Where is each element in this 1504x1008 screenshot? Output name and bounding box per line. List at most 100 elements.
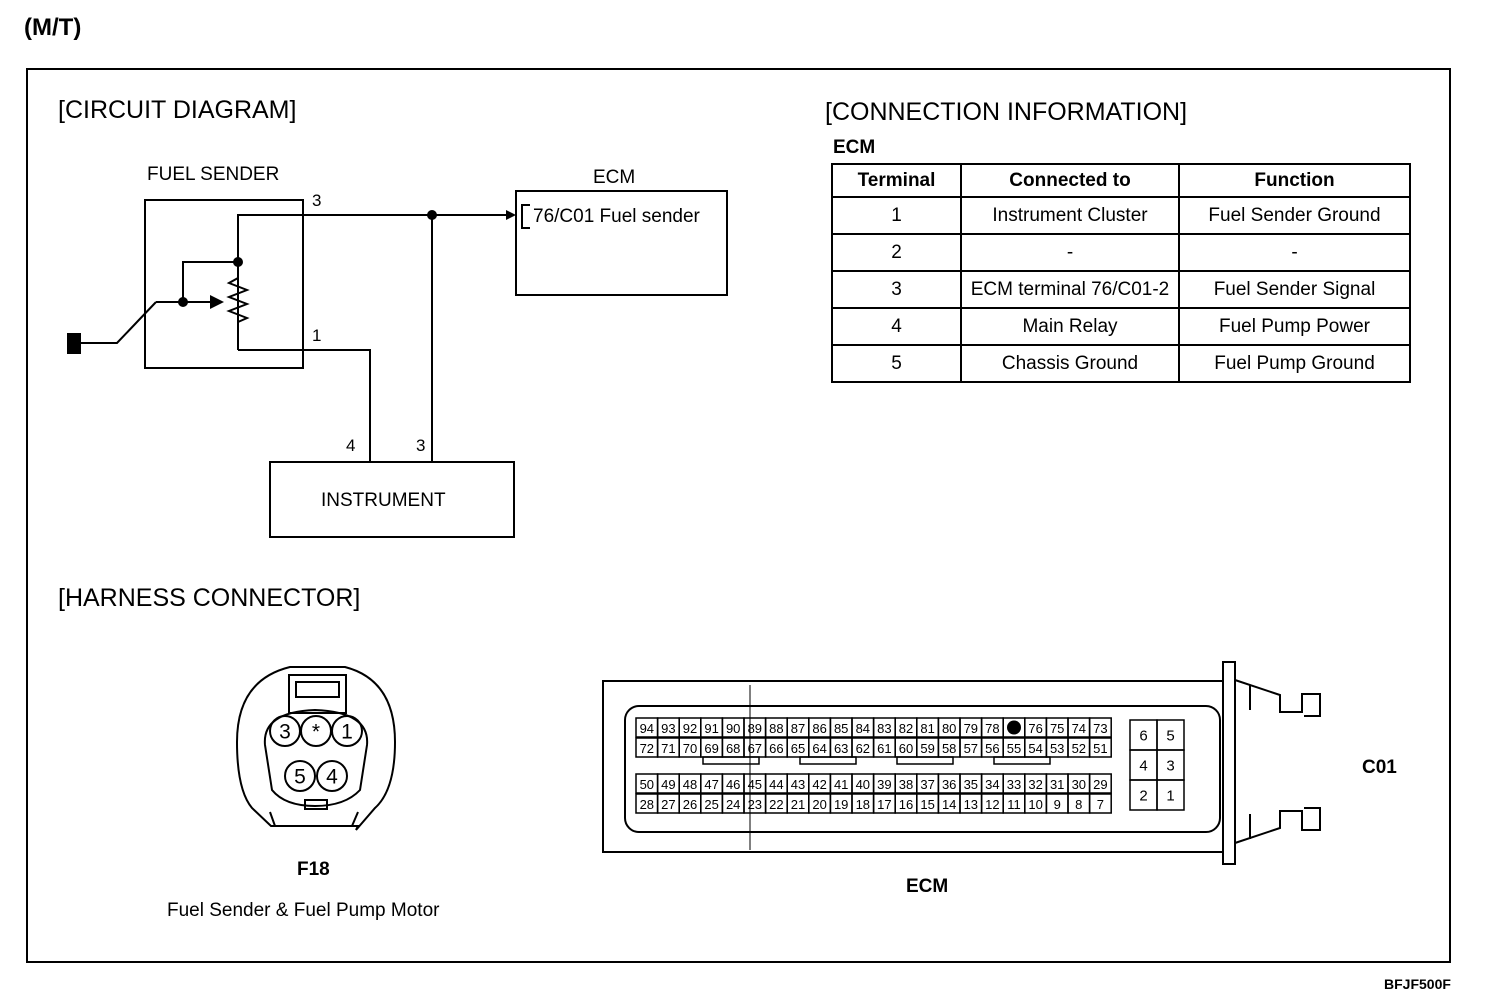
- ecm-pin-cell: [1088, 737, 1112, 758]
- pin-number: 3: [1166, 758, 1174, 775]
- column-header: Function: [1178, 163, 1411, 198]
- table-cell: Main Relay: [960, 307, 1180, 346]
- table-row: 5 Chassis Ground Fuel Pump Ground: [831, 344, 1411, 383]
- pin-number: 91: [704, 721, 718, 736]
- pin-number: 19: [834, 797, 848, 812]
- f18-caption: Fuel Sender & Fuel Pump Motor: [167, 900, 440, 921]
- pin-number: 26: [683, 797, 697, 812]
- ecm-harness-label: ECM: [906, 876, 949, 897]
- table-row: 3 ECM terminal 76/C01-2 Fuel Sender Sign…: [831, 270, 1411, 309]
- pin-number: 69: [704, 741, 718, 756]
- pin-number: 72: [640, 741, 654, 756]
- pin-number: 42: [812, 777, 826, 792]
- f18-id: F18: [297, 859, 330, 880]
- pin-number: 5: [294, 766, 306, 789]
- ecm-label: ECM: [593, 167, 636, 188]
- pin-number: 54: [1028, 741, 1042, 756]
- pin-number: 94: [640, 721, 654, 736]
- pin-number: 24: [726, 797, 740, 812]
- pin-number: 73: [1093, 721, 1107, 736]
- pin-number: 57: [964, 741, 978, 756]
- table-row: 4 Main Relay Fuel Pump Power: [831, 307, 1411, 346]
- pin-number: 88: [769, 721, 783, 736]
- harness-connector-heading: [HARNESS CONNECTOR]: [58, 584, 361, 612]
- table-cell: 5: [831, 344, 962, 383]
- pin-number: 1: [1166, 788, 1174, 805]
- f18-pin: [284, 760, 316, 792]
- ecm-connector-shell: [602, 661, 1321, 865]
- table-cell: 4: [831, 307, 962, 346]
- table-cell: ECM terminal 76/C01-2: [960, 270, 1180, 309]
- float-arm: [78, 301, 157, 344]
- pin-number: 63: [834, 741, 848, 756]
- f18-pin: [316, 760, 348, 792]
- pin-number: 68: [726, 741, 740, 756]
- pin-number: 55: [1007, 741, 1021, 756]
- pin-number: 23: [748, 797, 762, 812]
- pin-number: 83: [877, 721, 891, 736]
- pin-number: 11: [1007, 797, 1021, 812]
- pin-number: 32: [1028, 777, 1042, 792]
- pin-number: 58: [942, 741, 956, 756]
- pin-number: 81: [920, 721, 934, 736]
- pin-number: 34: [985, 777, 999, 792]
- table-row: 1 Instrument Cluster Fuel Sender Ground: [831, 196, 1411, 235]
- connector-key-tab: [702, 756, 760, 765]
- figure-code: BFJF500F: [1384, 976, 1451, 992]
- wire-sender-pin1-to-instrument: [238, 349, 371, 462]
- instrument-box: [269, 461, 515, 538]
- column-header: Connected to: [960, 163, 1180, 198]
- c01-connector-id: C01: [1362, 757, 1397, 778]
- junction-dot: [427, 210, 437, 220]
- pin-number: 90: [726, 721, 740, 736]
- pin-number: 70: [683, 741, 697, 756]
- ecm-side-pin-cell: [1156, 779, 1185, 811]
- pin-number: 76: [1028, 721, 1042, 736]
- pin-number: 22: [769, 797, 783, 812]
- pin-number: 15: [920, 797, 934, 812]
- pin-number: 20: [812, 797, 826, 812]
- resistor-zigzag: [226, 277, 250, 323]
- pin-number: 31: [1050, 777, 1064, 792]
- f18-connector-icon: [235, 666, 397, 831]
- fuel-sender-label: FUEL SENDER: [147, 164, 280, 185]
- pin-number: 27: [661, 797, 675, 812]
- pin-number: 84: [856, 721, 870, 736]
- pin-number: 45: [748, 777, 762, 792]
- pin-number: 75: [1050, 721, 1064, 736]
- pin-number: 60: [899, 741, 913, 756]
- pin-number: 49: [661, 777, 675, 792]
- connection-device-label: ECM: [833, 137, 876, 158]
- circuit-diagram-heading: [CIRCUIT DIAGRAM]: [58, 96, 297, 124]
- ecm-pin-cell: [1088, 793, 1112, 814]
- table-cell: 2: [831, 233, 962, 272]
- pin-number: 61: [877, 741, 891, 756]
- pin-number: 46: [726, 777, 740, 792]
- column-header: Terminal: [831, 163, 962, 198]
- pin-number: 74: [1072, 721, 1086, 736]
- pin-number: 30: [1072, 777, 1086, 792]
- pin-number: 85: [834, 721, 848, 736]
- pin-number: 80: [942, 721, 956, 736]
- pin-number: 5: [1166, 728, 1174, 745]
- pin-number: 13: [964, 797, 978, 812]
- pin-number: 25: [704, 797, 718, 812]
- pin-number: 78: [985, 721, 999, 736]
- wire-sender-pin3-to-ecm: [237, 214, 514, 350]
- table-cell: -: [960, 233, 1180, 272]
- connector-key-tab: [896, 756, 954, 765]
- pin-number: 48: [683, 777, 697, 792]
- pin-number: 21: [791, 797, 805, 812]
- pot-tap-wire: [182, 261, 238, 302]
- pin-number: 35: [964, 777, 978, 792]
- instrument-label: INSTRUMENT: [321, 490, 446, 511]
- sender-pin-1: 1: [312, 326, 322, 345]
- table-row: 2 - -: [831, 233, 1411, 272]
- table-cell: -: [1178, 233, 1411, 272]
- instrument-pin-3: 3: [416, 436, 426, 455]
- pin-number: 28: [640, 797, 654, 812]
- connection-info-heading: [CONNECTION INFORMATION]: [825, 98, 1188, 126]
- pin-number: 93: [661, 721, 675, 736]
- table-cell: Fuel Sender Ground: [1178, 196, 1411, 235]
- pin-number: 79: [964, 721, 978, 736]
